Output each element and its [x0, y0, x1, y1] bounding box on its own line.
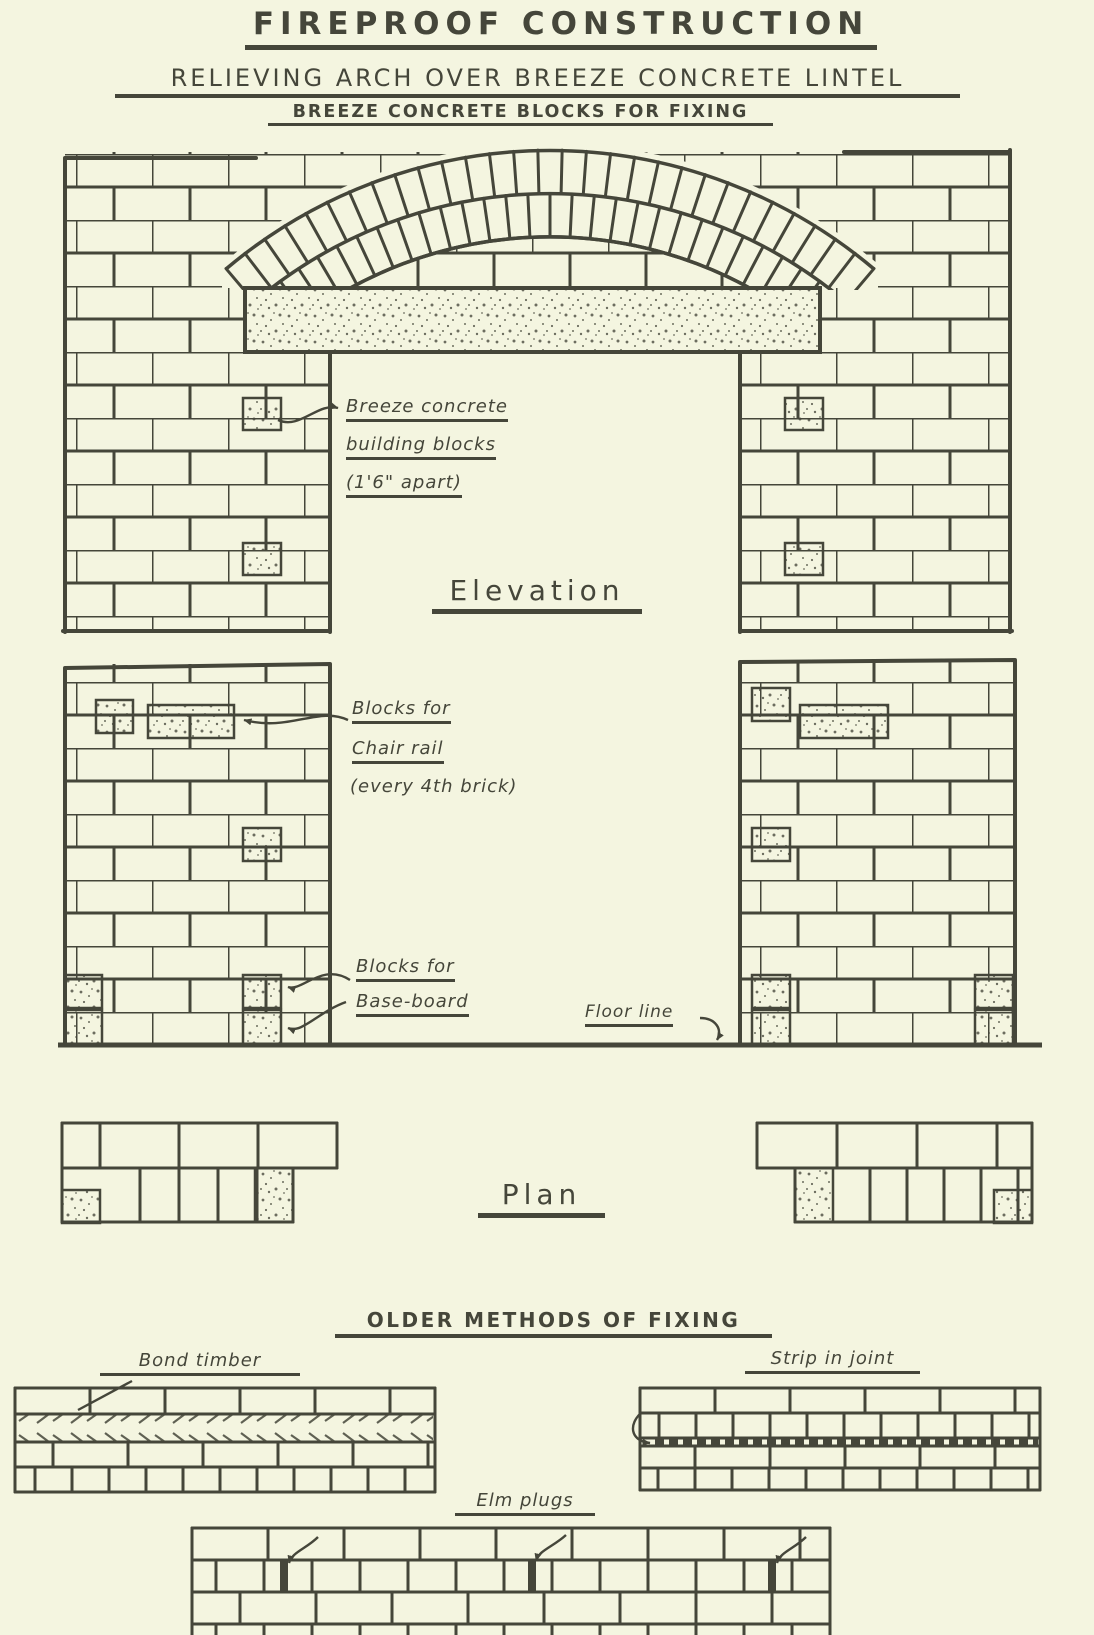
bond-timber-detail	[13, 1379, 437, 1494]
leader-arrows	[243, 402, 724, 1041]
plan-left-jamb	[60, 1121, 339, 1170]
strip-in-joint-detail	[631, 1386, 1042, 1492]
bond-timber-label: Bond timber	[100, 1351, 300, 1376]
annotation-chair-line3: (every 4th brick)	[350, 776, 518, 797]
annotation-breeze-line3: (1'6" apart)	[346, 473, 462, 498]
annotation-base-line1: Blocks for	[356, 957, 455, 982]
annotation-chair-line2: Chair rail	[352, 739, 444, 764]
breeze-concrete-lintel	[243, 286, 822, 354]
floor-line-label: Floor line	[585, 1003, 674, 1027]
annotation-breeze-line1: Breeze concrete	[346, 397, 508, 422]
annotation-chair-line1: Blocks for	[352, 699, 451, 724]
page-title: FIREPROOF CONSTRUCTION	[245, 8, 877, 50]
door-opening	[328, 350, 742, 634]
elm-plugs-label: Elm plugs	[455, 1491, 595, 1516]
caption-heading: BREEZE CONCRETE BLOCKS FOR FIXING	[268, 103, 773, 127]
annotation-breeze-line2: building blocks	[346, 435, 496, 460]
plan-label: Plan	[478, 1180, 605, 1219]
plan-right-jamb	[755, 1121, 1034, 1170]
subtitle-heading: RELIEVING ARCH OVER BREEZE CONCRETE LINT…	[115, 65, 960, 99]
elm-plugs-detail	[190, 1526, 832, 1635]
annotation-base-line2: Base-board	[356, 992, 469, 1017]
upper-wall-outline	[61, 148, 1014, 634]
older-methods-heading: OLDER METHODS OF FIXING	[335, 1310, 772, 1338]
strip-in-joint-label: Strip in joint	[745, 1349, 920, 1374]
fixing-blocks	[60, 396, 1034, 1225]
elevation-label: Elevation	[432, 576, 642, 615]
